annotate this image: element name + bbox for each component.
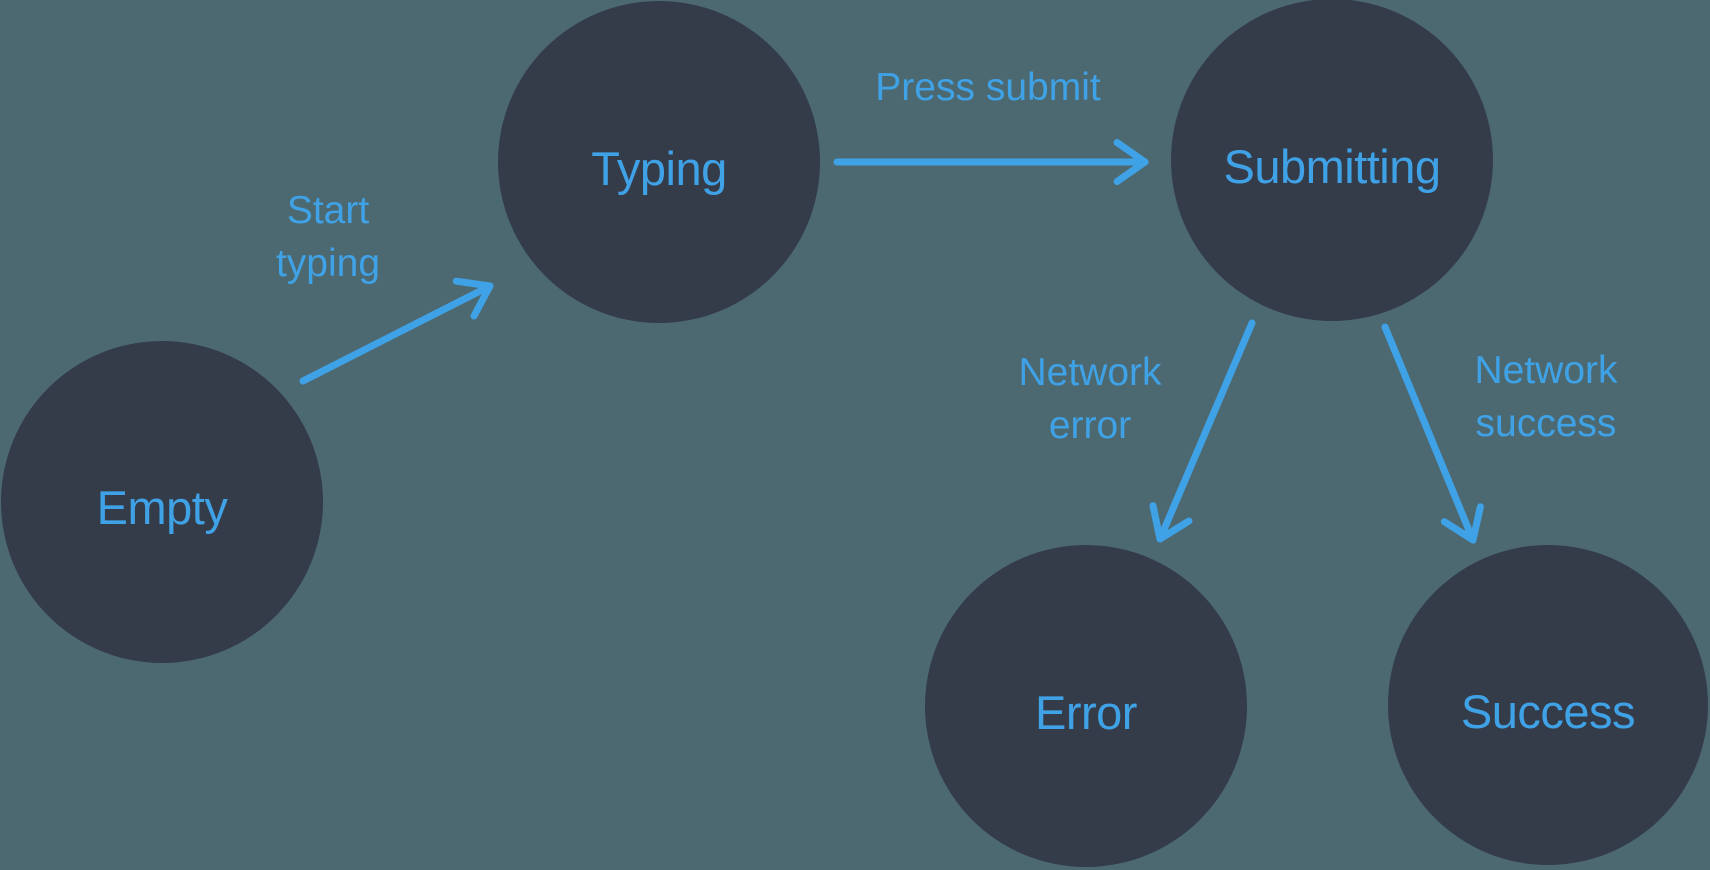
transition-arrowhead-press-submit: [1113, 139, 1149, 185]
state-node-empty: [1, 341, 323, 663]
state-node-label-typing: Typing: [591, 142, 726, 195]
state-node-label-success: Success: [1461, 685, 1635, 738]
state-node-success: [1388, 545, 1708, 865]
transition-label-network-success-line-2: success: [1476, 402, 1617, 445]
state-node-typing: [498, 1, 820, 323]
transition-label-press-submit-line-1: Press submit: [875, 66, 1101, 109]
transition-label-network-success-line-1: Network: [1474, 349, 1618, 392]
state-node-label-submitting: Submitting: [1223, 140, 1440, 193]
transition-arrow-network-success: [1381, 323, 1477, 544]
transition-arrowhead-network-error: [1149, 502, 1193, 543]
transition-arrowhead-start-typing: [452, 277, 494, 320]
transition-label-start-typing-line-2: typing: [276, 242, 380, 285]
transition-arrow-network-error: [1156, 319, 1256, 543]
state-node-submitting: [1171, 0, 1493, 321]
state-node-label-empty: Empty: [97, 481, 229, 534]
transition-label-start-typing-line-1: Start: [287, 189, 370, 232]
transition-arrow-start-typing: [299, 282, 494, 385]
transition-label-network-error-line-2: error: [1049, 404, 1131, 447]
state-node-label-error: Error: [1035, 686, 1137, 739]
state-node-error: [925, 545, 1247, 867]
transition-label-network-error-line-1: Network: [1018, 351, 1162, 394]
transition-arrowhead-network-success: [1440, 503, 1484, 544]
